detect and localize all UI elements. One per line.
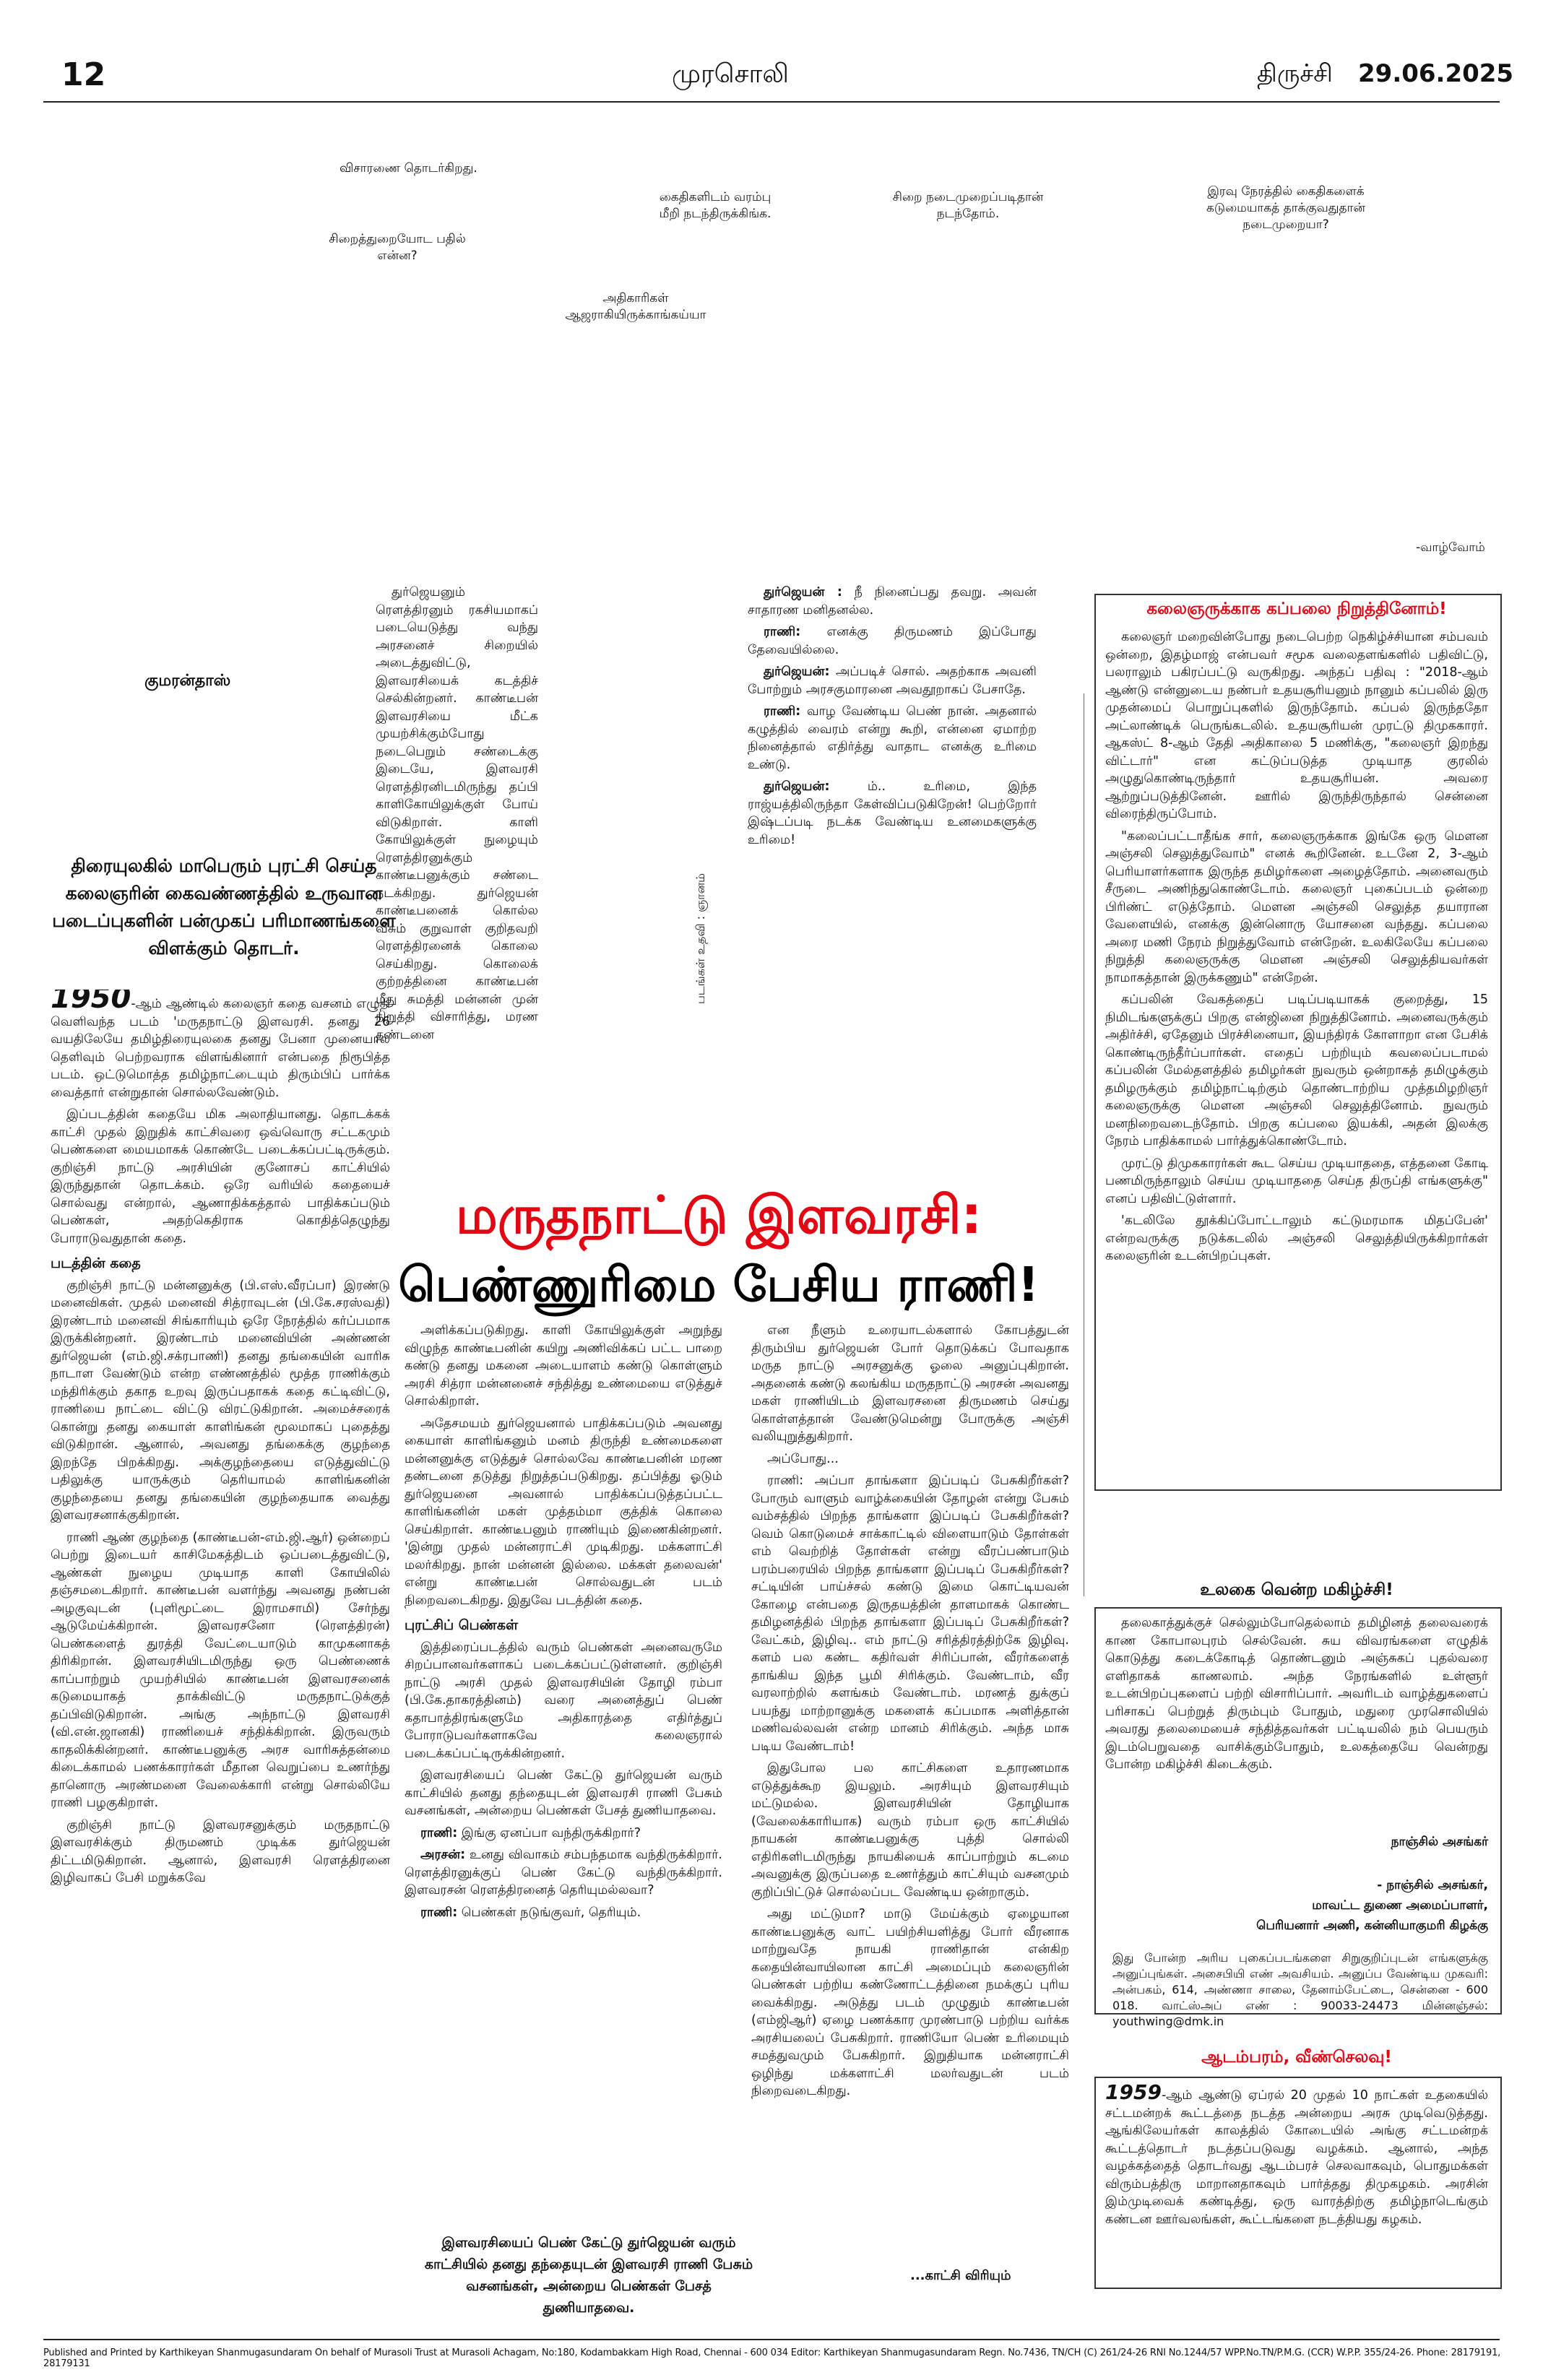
notice-text: இது போன்ற அரிய புகைப்படங்களை சிறுகுறிப்ப… [1112,1951,1488,2028]
expense-box [1094,2077,1502,2289]
article-paragraph: கலைஞர் மறைவின்போது நடைபெற்ற நெகிழ்ச்சியா… [1105,630,1488,821]
expense-box-body: 1959-ஆம் ஆண்டு ஏப்ரல் 20 முதல் 10 நாட்கள… [1105,2084,1488,2279]
article-title-line2: பெண்ணுரிமை பேசிய ராணி! [398,1257,1040,1312]
article-paragraph: என நீளும் உரையாடல்களால் கோபத்துடன் திரும… [751,1323,1069,1444]
article-col3-bottom: என நீளும் உரையாடல்களால் கோபத்துடன் திரும… [751,1322,1069,2261]
article-paragraph: இப்படத்தின் கதையே மிக அலாதியானது. தொடக்க… [51,1107,390,1246]
dialogue-line: ராணி: எனக்கு திருமணம் இப்போது தேவையில்லை… [748,625,1037,657]
joy-box-title: உலகை வென்ற மகிழ்ச்சி! [1200,1580,1393,1599]
article-title-line1: மருதநாட்டு இளவரசி: [455,1185,982,1245]
article-paragraph: குறிஞ்சி நாட்டு இளவரசனுக்கும் மருதநாட்டு… [51,1817,390,1886]
comic-bubble-4: இரவு நேரத்தில் கைதிகளைக் கடுமையாகத் தாக்… [1206,184,1365,232]
article-lede: 1950-ஆம் ஆண்டில் கலைஞர் கதை வசனம் எழுதி … [51,990,390,1100]
footer-rule [43,2339,1500,2340]
article-col1: 1950-ஆம் ஆண்டில் கலைஞர் கதை வசனம் எழுதி … [51,990,390,2326]
dialogue-line: ராணி: இங்கு ஏனப்பா வந்திருக்கிறார்? [420,1825,641,1840]
article-paragraph: முரட்டு திமுககாரர்கள் கூட செய்ய முடியாதத… [1105,1156,1488,1206]
article-paragraph: குறிஞ்சி நாட்டு மன்னனுக்கு (பி.எஸ்.வீரப்… [51,1278,390,1523]
article-paragraph: ராணி: அப்பா தாங்களா இப்படிப் பேசுகிறீர்க… [751,1474,1069,1754]
article-intro: திரையுலகில் மாபெரும் புரட்சி செய்த கலைஞர… [52,855,396,959]
comic-bubble-2: கைதிகளிடம் வரம்பு மீறி நடந்திருக்கிங்க. [659,190,772,221]
joy-box-signature-2: மாவட்ட துணை அமைப்பாளர், [1312,1898,1488,1913]
photo-caption: இளவரசியைப் பெண் கேட்டு துர்ஜெயன் வரும் க… [424,2235,753,2316]
article-col2-top: துர்ஜெயனும் ரௌத்திரனும் ரகசியமாகப் படையெ… [376,584,538,1313]
newspaper-name: முரசொலி [672,59,789,89]
article-paragraph: இதுபோல பல காட்சிகளை உதாரணமாக எடுத்துக்கூ… [751,1761,1069,1900]
article-author: குமரன்தாஸ் [144,672,231,690]
page-number: 12 [61,56,106,93]
article-paragraph: 1959-ஆம் ஆண்டு ஏப்ரல் 20 முதல் 10 நாட்கள… [1105,2084,1488,2227]
joy-box [1094,1607,1502,2015]
article-paragraph: கப்பலின் வேகத்தைப் படிப்படியாகக் குறைத்த… [1105,992,1488,1148]
article-paragraph: துர்ஜெயனும் ரௌத்திரனும் ரகசியமாகப் படையெ… [376,585,538,1042]
article-col2-bottom: அளிக்கப்படுகிறது. காளி கோயிலுக்குள் அறுந… [405,1322,722,2189]
comic-sign-off: -வாழ்வோம் [1416,540,1485,555]
comic-bubble-5: சிறைத்துறையோட பதில் என்ன? [329,232,466,263]
edition-date: 29.06.2025 [1358,59,1514,88]
article-paragraph: ராணி ஆண் குழந்தை (காண்டீபன்-எம்.ஜி.ஆர்) … [51,1530,390,1811]
joy-box-body: தலைகாத்துக்குச் செல்லும்போதெல்லாம் தமிழி… [1105,1614,1488,1831]
comic-bubble-6: அதிகாரிகள் ஆஜராகியிருக்காங்கய்யா [565,291,706,322]
section-heading: புரட்சிப் பெண்கள் [405,1617,519,1633]
header-rule [43,101,1500,103]
article-paragraph: இத்திரைப்படத்தில் வரும் பெண்கள் அனைவருமே… [405,1640,722,1761]
ship-tribute-box [1094,594,1502,1491]
expense-box-title: ஆடம்பரம், வீண்செலவு! [1201,2048,1392,2067]
comic-bubble-1: விசாரணை தொடர்கிறது. [340,161,477,176]
comic-bubble-3: சிறை நடைமுறைப்படிதான் நடந்தோம். [892,190,1044,221]
publication-imprint: Published and Printed by Karthikeyan Sha… [43,2347,1501,2369]
continued-label: ...காட்சி விரியும் [910,2268,1011,2283]
article-paragraph: தலைகாத்துக்குச் செல்லும்போதெல்லாம் தமிழி… [1105,1616,1488,1772]
photo-credit: படங்கள் உதவி : ஞானம் [693,873,707,1004]
section-heading: படத்தின் கதை [51,1255,141,1271]
ship-tribute-title: கலைஞருக்காக கப்பலை நிறுத்தினோம்! [1146,600,1447,618]
article-paragraph: "கலைப்பட்டாதீங்க சார், கலைஞருக்காக இங்கே… [1105,828,1488,985]
dialogue-line: ராணி: வாழ வேண்டிய பெண் நான். அதனால் கழுத… [748,704,1037,772]
dialogue-line: துர்ஜெயன் : நீ நினைப்பது தவறு. அவன் சாதா… [748,585,1037,618]
article-paragraph: 'கடலிலே தூக்கிப்போட்டாலும் கட்டுமரமாக மி… [1105,1213,1488,1263]
dialogue-line: அரசன்: உனது விவாகம் சம்பந்தமாக வந்திருக்… [405,1848,722,1897]
edition-city: திருச்சி [1257,59,1333,88]
article-paragraph: அதேசமயம் துர்ஜெயனால் பாதிக்கப்படும் அவனத… [405,1416,722,1608]
ship-tribute-body: கலைஞர் மறைவின்போது நடைபெற்ற நெகிழ்ச்சியா… [1105,628,1488,1481]
article-paragraph: இளவரசியைப் பெண் கேட்டு துர்ஜெயன் வரும் க… [405,1768,722,1818]
article-paragraph: அளிக்கப்படுகிறது. காளி கோயிலுக்குள் அறுந… [405,1323,722,1408]
joy-box-signature-1: - நாஞ்சில் அசங்கர், [1377,1878,1488,1892]
dialogue-line: ராணி: பெண்கள் நடுங்குவர், தெரியும். [420,1905,641,1920]
article-paragraph: அப்போது... [767,1451,839,1466]
article-col3-top: துர்ஜெயன் : நீ நினைப்பது தவறு. அவன் சாதா… [748,584,1037,988]
article-paragraph: அது மட்டுமா? மாடு மேய்க்கும் ஏழையான காண்… [751,1907,1069,2098]
joy-box-author: நாஞ்சில் அசங்கர் [1391,1835,1488,1849]
dialogue-line: துர்ஜெயன்: அப்படிச் சொல். அதற்காக அவனி ப… [748,665,1037,697]
submission-notice: இது போன்ற அரிய புகைப்படங்களை சிறுகுறிப்ப… [1112,1950,1488,2030]
dialogue-line: துர்ஜெயன்: ம்.. உரிமை, இந்த ராஜ்யத்திலிர… [748,779,1037,847]
joy-box-signature-3: பெரியனார் அணி, கன்னியாகுமரி கிழக்கு [1256,1918,1488,1933]
